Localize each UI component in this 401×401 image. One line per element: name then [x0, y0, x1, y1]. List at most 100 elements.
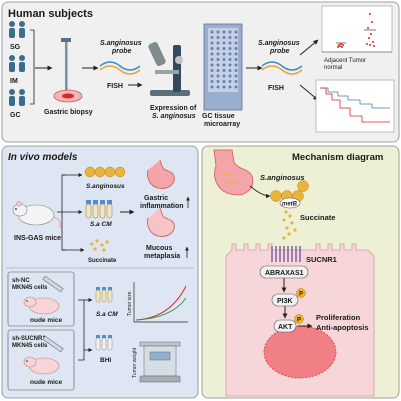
patient-groups [9, 21, 25, 106]
microarray-spot [222, 47, 226, 50]
microarray-spot [216, 36, 220, 39]
microarray-spot [222, 80, 226, 83]
microarray-spot [234, 52, 238, 56]
microarray-spot [228, 41, 232, 45]
microarray-spot [228, 80, 232, 83]
microarray-spot [210, 85, 214, 89]
microarray-spot [228, 36, 232, 39]
in-vivo-title: In vivo models [8, 152, 78, 163]
microarray-spot [222, 85, 226, 89]
microarray-spot [216, 41, 220, 45]
mice-label: INS-GAS mice [14, 235, 61, 242]
scatter-plot-thumbnail [321, 5, 393, 53]
outcome-label: Anti-apoptosis [316, 323, 369, 332]
phosphate-label: P [297, 318, 301, 324]
conditioned-medium-tubes-icon [85, 200, 113, 219]
microarray-spot [216, 80, 220, 83]
succinate-molecules-icon [282, 210, 297, 240]
nucleus [263, 325, 337, 379]
microarray-spot [216, 74, 220, 78]
phosphate-badge [294, 314, 304, 324]
outcome-label: Proliferation [316, 313, 361, 322]
microarray-spot [234, 63, 238, 67]
microarray-spot [234, 74, 238, 78]
in-vivo-panel [1, 145, 199, 399]
microarray-spot [216, 85, 220, 89]
plot-caption: normal [324, 65, 342, 71]
microarray-spot [228, 47, 232, 50]
mechanism-title: Mechanism diagram [292, 152, 383, 163]
gastric-biopsy-icon [53, 38, 83, 103]
shnc-label: MKN45 cells [12, 285, 48, 291]
bacteria-label: S.anginosus [260, 173, 305, 182]
shsucnr1-label: sh-SUCNR1 [12, 336, 46, 342]
microarray-spot [210, 41, 214, 45]
inflammation-label: inflammation [140, 203, 184, 210]
microarray-spot [222, 41, 226, 45]
fish-label: FISH [268, 85, 284, 92]
metaplasia-stomach-icon [147, 207, 175, 237]
microarray-spot [216, 47, 220, 50]
sucnr1-receptor-icon [271, 246, 301, 262]
shsucnr1-label: MKN45 cells [12, 343, 48, 349]
phosphate-label: P [299, 292, 303, 298]
microarray-label: microarray [204, 121, 240, 128]
group-label-im: IM [10, 78, 18, 85]
succinate-label: Succinate [300, 213, 335, 222]
expression-label: Expression of [150, 105, 197, 112]
person-pair-icon [9, 89, 25, 106]
abraxas1-label: ABRAXAS1 [265, 270, 304, 277]
nude-mouse-icon [23, 296, 60, 315]
microarray-spot [228, 85, 232, 89]
cell-injection-box [7, 271, 75, 327]
nude-mice-label: nude mice [30, 317, 63, 324]
pi3k-label: PI3K [277, 298, 293, 305]
tissue-microarray-icon [203, 23, 243, 111]
metaplasia-label: metaplasia [144, 253, 180, 260]
microarray-label: GC tissue [202, 113, 235, 120]
human-subjects-title: Human subjects [8, 8, 93, 20]
inflamed-stomach-icon [147, 159, 175, 189]
bacteria-label: S.anginosus [86, 183, 125, 190]
fish-label: FISH [107, 83, 123, 90]
succinate-label: Succinate [88, 258, 117, 264]
biopsy-label: Gastric biopsy [44, 109, 93, 116]
plot-caption: Adjacent Tumor [324, 58, 366, 64]
microarray-spot [234, 47, 238, 50]
metb-gene-badge [279, 197, 301, 209]
phosphate-badge [296, 288, 306, 298]
expression-label: S. anginosus [152, 113, 196, 120]
microarray-spot [216, 30, 220, 34]
person-pair-icon [9, 55, 25, 72]
microarray-spot [222, 52, 226, 56]
probe-label: probe [111, 48, 132, 55]
microarray-spot [228, 52, 232, 56]
cell-injection-box [7, 329, 75, 391]
metaplasia-label: Mucous [146, 245, 173, 252]
microarray-spot [234, 41, 238, 45]
probe-label: S.anginosus [258, 40, 300, 47]
microarray-spot [222, 36, 226, 39]
microarray-spot [210, 30, 214, 34]
microarray-spot [210, 63, 214, 67]
microarray-spot [210, 36, 214, 39]
nude-mice-label: nude mice [30, 379, 63, 386]
microarray-spot [216, 58, 220, 61]
inflammation-label: Gastric [144, 195, 168, 202]
probe-icon [99, 61, 141, 75]
syringe-icon [42, 335, 64, 353]
bhi-tubes-icon [95, 335, 113, 351]
microarray-spot [228, 30, 232, 34]
person-pair-icon [9, 21, 25, 38]
scale-ylabel: Tumor weight [132, 347, 138, 378]
microarray-spot [210, 52, 214, 56]
microarray-spot [228, 69, 232, 72]
microarray-spot [222, 58, 226, 61]
microarray-spot [210, 58, 214, 61]
balance-scale-icon [139, 341, 181, 383]
microarray-spot [228, 63, 232, 67]
stomach-icon [213, 149, 254, 196]
nude-mouse-icon [23, 356, 60, 375]
bacteria-chain-icon [270, 180, 309, 202]
